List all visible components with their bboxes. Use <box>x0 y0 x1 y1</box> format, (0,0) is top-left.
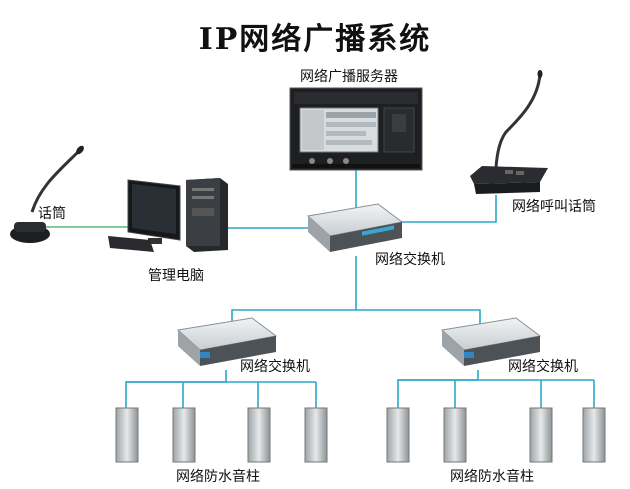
line-trunk-right <box>356 309 481 326</box>
page-title: IP网络广播系统 <box>198 22 432 57</box>
network-switch-icon <box>306 203 404 252</box>
column-speaker-icon <box>529 407 553 463</box>
line-trunk-left <box>231 309 356 326</box>
call-mic-label: 网络呼叫话筒 <box>512 199 596 215</box>
left-speakers-label: 网络防水音柱 <box>176 469 260 485</box>
left-switch-label: 网络交换机 <box>240 359 310 375</box>
mic-label: 话筒 <box>38 206 66 222</box>
network-switch-icon <box>440 317 542 366</box>
column-speaker-icon <box>247 407 271 463</box>
rack-server-icon <box>289 87 423 171</box>
right-speakers-label: 网络防水音柱 <box>450 469 534 485</box>
column-speaker-icon <box>115 407 139 463</box>
line-left-bus <box>125 370 227 408</box>
column-speaker-icon <box>386 407 410 463</box>
column-speaker-icon <box>443 407 467 463</box>
network-switch-icon <box>176 317 278 366</box>
column-speaker-icon <box>172 407 196 463</box>
main-switch-label: 网络交换机 <box>375 252 445 268</box>
line-callmic-switch <box>400 195 497 223</box>
right-switch-label: 网络交换机 <box>508 359 578 375</box>
connection-lines <box>125 170 595 408</box>
gooseneck-microphone-icon <box>10 145 84 243</box>
desktop-computer-icon <box>108 178 228 252</box>
pc-label: 管理电脑 <box>148 268 204 284</box>
column-speaker-icon <box>582 407 606 463</box>
column-speaker-icon <box>304 407 328 463</box>
gooseneck-microphone-icon <box>470 70 548 194</box>
line-right-bus <box>397 370 479 408</box>
server-label: 网络广播服务器 <box>300 69 398 85</box>
